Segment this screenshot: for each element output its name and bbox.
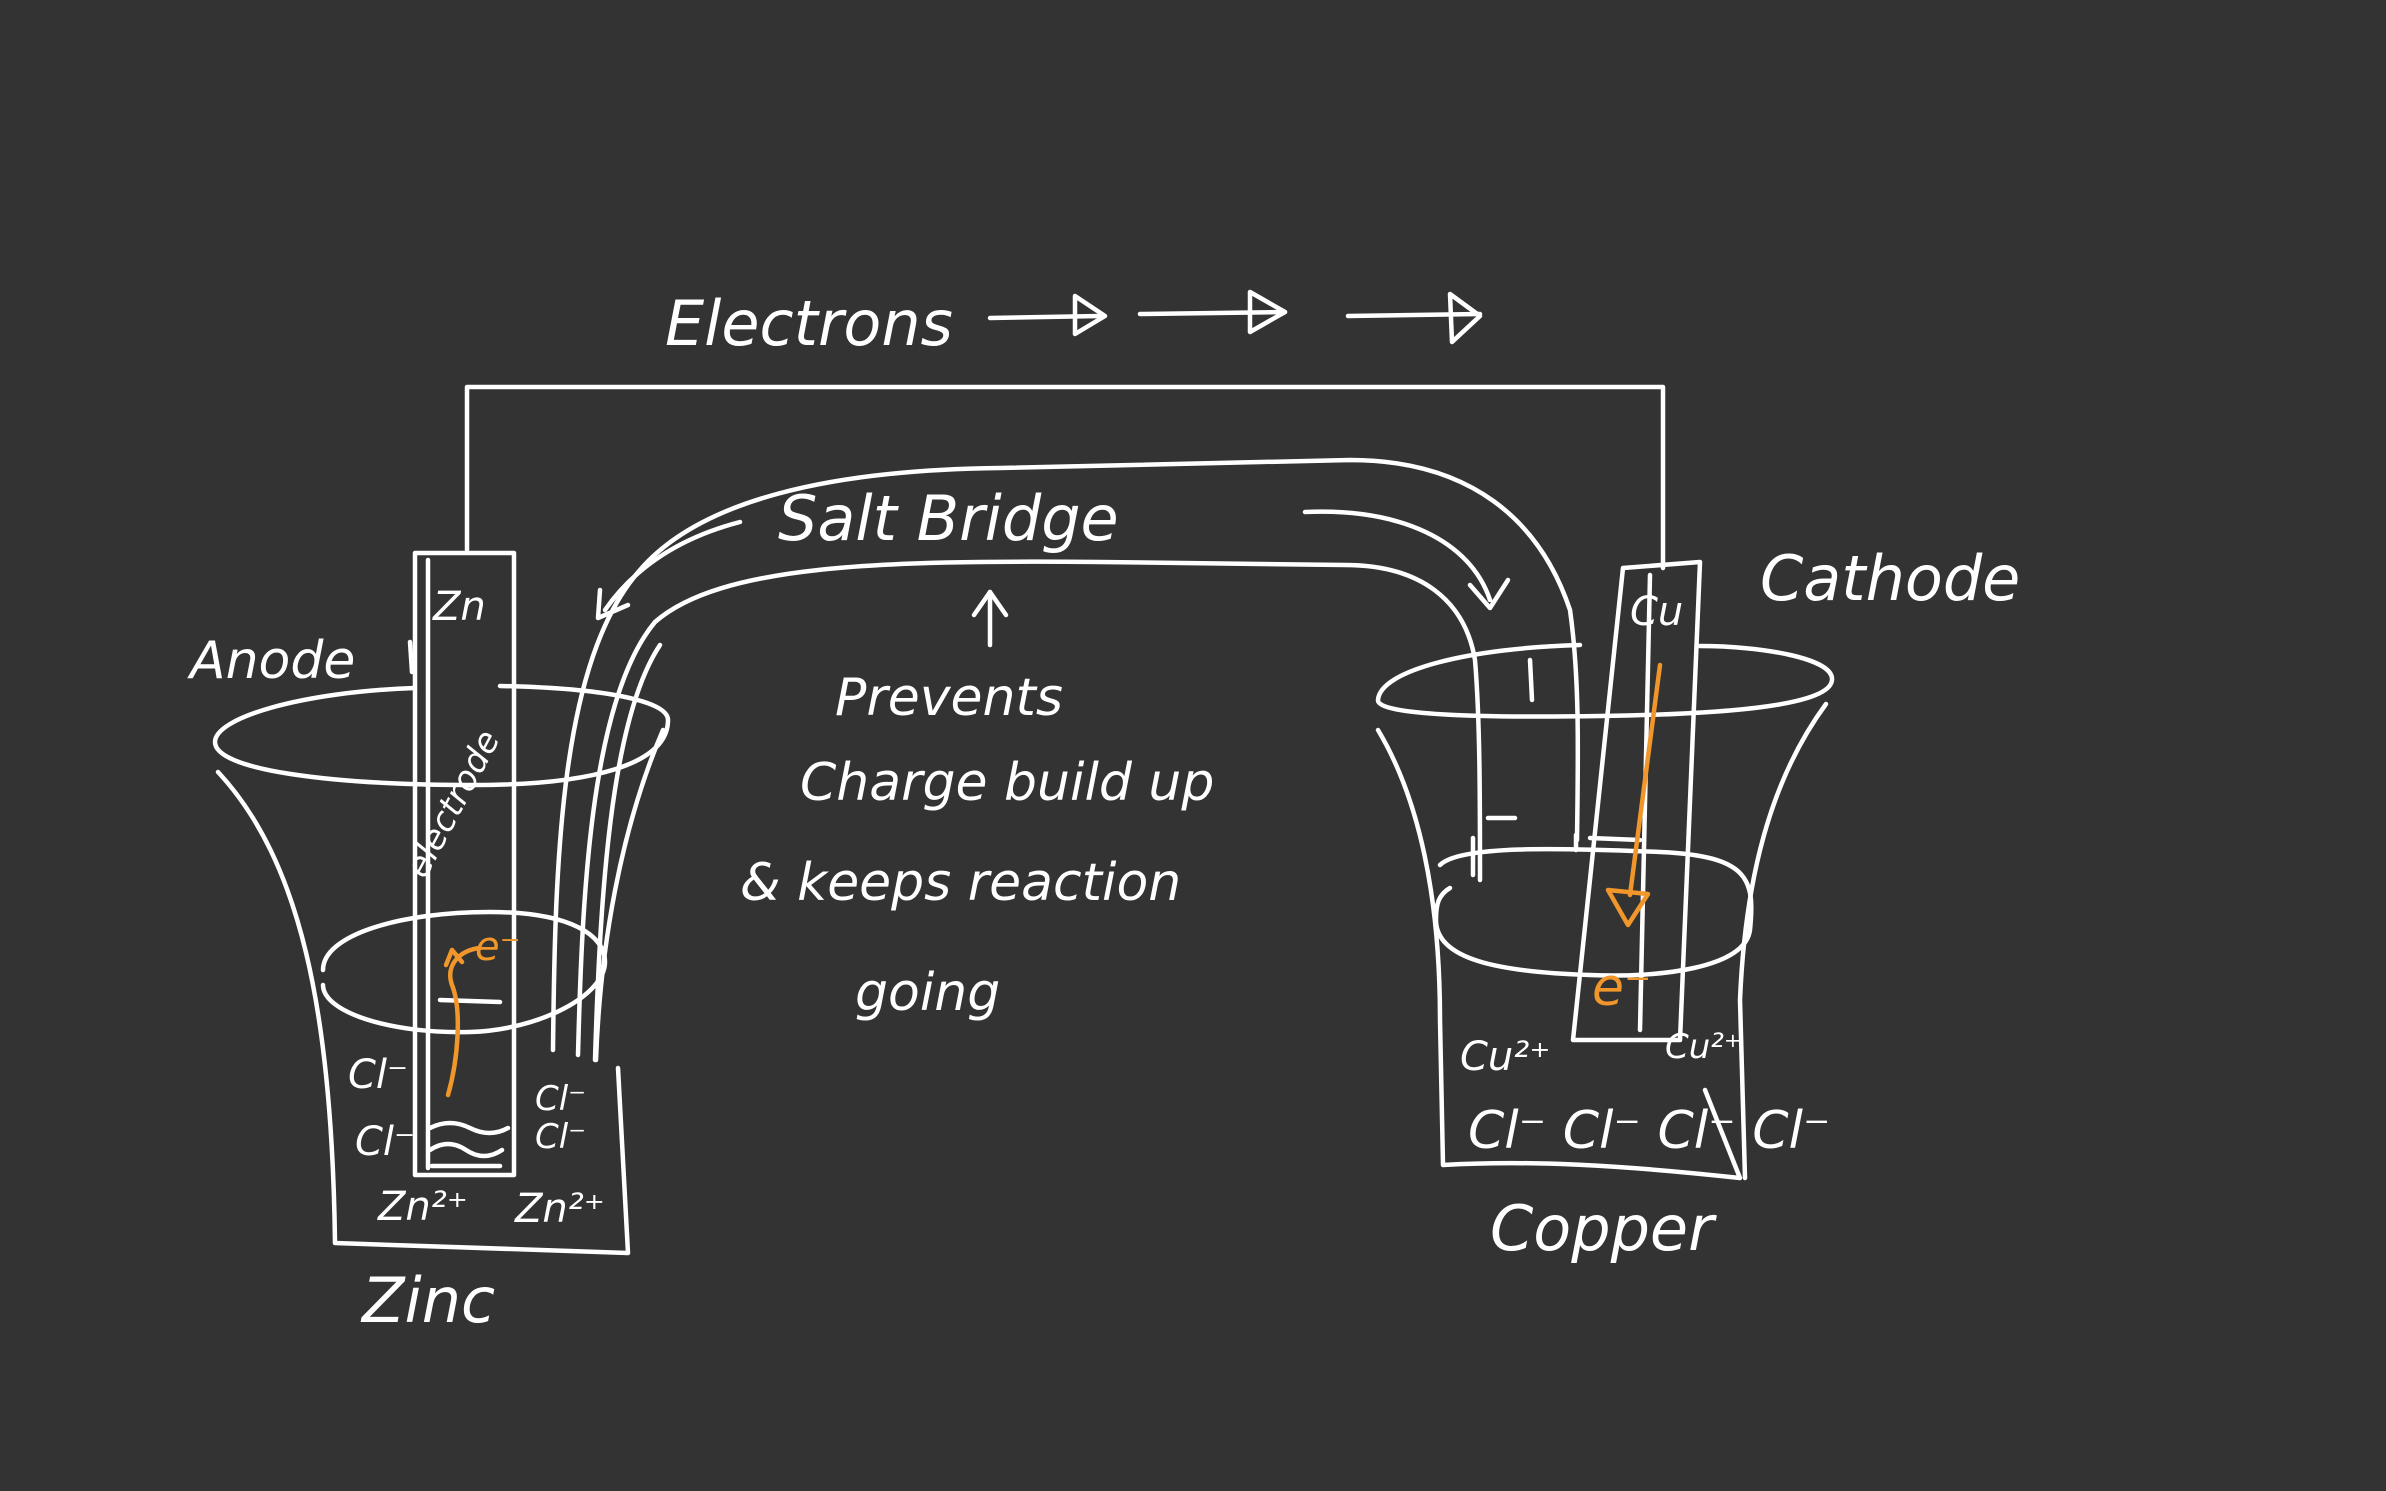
salt-bridge-tick (1527, 657, 1535, 703)
arrow-3-head (1447, 291, 1483, 345)
cl-ion-2: Cl⁻ (355, 1119, 415, 1165)
electron-arrowhead-left (443, 947, 465, 968)
copper-electrode-inner-line (1637, 572, 1653, 1033)
salt-bridge-flow-left (602, 519, 743, 613)
electron-right: e⁻ (1592, 958, 1651, 1018)
electron-arrowhead-right (1605, 887, 1651, 928)
electron-left: e⁻ (475, 924, 521, 970)
salt-bridge-flow-left-head (595, 587, 631, 621)
cl-ion-1: Cl⁻ (348, 1052, 408, 1098)
cu-label: Cu (1630, 589, 1683, 635)
zn-label: Zn (432, 584, 486, 630)
arrow-2-shaft (1137, 309, 1288, 317)
cu-ion-2: Cu²⁺ (1665, 1027, 1742, 1067)
zinc-beaker-right-wall (593, 727, 666, 1063)
anode-label: Anode (187, 631, 355, 691)
copper-label: Copper (1490, 1192, 1717, 1265)
note-line-2: Charge build up (800, 753, 1214, 813)
copper-beaker-ticks (1485, 815, 1643, 843)
copper-beaker-body (1375, 727, 1743, 1181)
arrow-1-head (1072, 293, 1108, 337)
cathode-label: Cathode (1760, 542, 2020, 615)
electron-flow-arrows (987, 289, 1483, 345)
copper-electrode (1570, 559, 1703, 1043)
copper-beaker (1375, 642, 1835, 1181)
anode-tick (407, 639, 415, 675)
copper-beaker-marks (1470, 832, 1579, 878)
electron-path-right (1627, 662, 1663, 898)
salt-bridge-inner (575, 559, 1483, 1058)
external-wire (464, 384, 1666, 571)
zinc-beaker-body (215, 769, 631, 1256)
cl-ion-4: Cl⁻ (535, 1117, 586, 1157)
salt-bridge-inner-2 (592, 642, 663, 1063)
arrow-2-head (1247, 289, 1288, 335)
zinc-label: Zinc (360, 1264, 495, 1337)
zinc-solution-surface (320, 909, 608, 1035)
zn-ion-2: Zn²⁺ (514, 1186, 605, 1232)
zn-ion-1: Zn²⁺ (377, 1184, 468, 1230)
salt-bridge-flow-right-head (1467, 577, 1511, 611)
copper-beaker-right-wall (1737, 701, 1829, 1181)
arrow-1-shaft (987, 313, 1103, 321)
zinc-electrode (412, 550, 517, 1178)
electron-path-left (445, 945, 483, 1098)
copper-solution-surface (1433, 846, 1754, 978)
note-arrow-head (971, 589, 1009, 618)
salt-bridge-flow-right (1302, 509, 1493, 603)
electrons-label: Electrons (665, 287, 953, 360)
note-line-1: Prevents (835, 668, 1063, 728)
note-line-4: going (855, 963, 1000, 1023)
salt-bridge-label: Salt Bridge (778, 482, 1119, 555)
cl-ion-3: Cl⁻ (535, 1079, 586, 1119)
note-line-3: & keeps reaction (740, 853, 1181, 913)
copper-beaker-rim (1375, 642, 1835, 719)
arrow-3-shaft (1345, 311, 1483, 319)
zinc-deposit-scribble (427, 1120, 511, 1169)
cu-ion-1: Cu²⁺ (1460, 1034, 1550, 1080)
zinc-beaker-rim (212, 683, 671, 788)
cl-ion-row: Cl⁻ Cl⁻ Cl⁻ Cl⁻ (1468, 1101, 1830, 1161)
zinc-mark (437, 997, 503, 1005)
